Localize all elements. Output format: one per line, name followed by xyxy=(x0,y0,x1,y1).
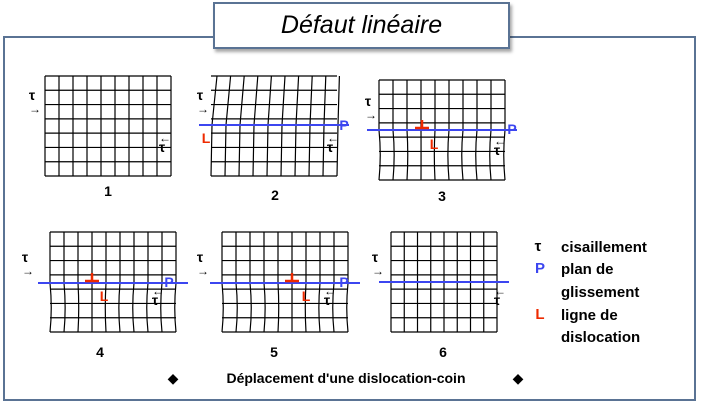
shear-arrow-right-icon: → xyxy=(22,264,34,278)
legend: τ cisaillement P plan de glissement L li… xyxy=(535,238,647,346)
shear-arrow-left-icon: ← xyxy=(324,284,336,298)
slip-plane-label: P xyxy=(339,117,348,133)
legend-tau-symbol: τ xyxy=(535,238,542,255)
shear-arrow-right-icon: → xyxy=(197,102,209,116)
legend-tau-text: cisaillement xyxy=(561,239,647,256)
panel-number-4: 4 xyxy=(96,344,104,360)
dislocation-label: L xyxy=(430,136,439,152)
legend-l-text-1: ligne de xyxy=(561,307,618,324)
shear-arrow-left-icon: ← xyxy=(494,284,506,298)
shear-symbol-right: τ xyxy=(494,292,501,308)
shear-arrow-right-icon: → xyxy=(197,264,209,278)
legend-l-text-2: dislocation xyxy=(561,329,640,346)
shear-symbol-right: τ xyxy=(152,292,159,308)
lattice-panel-3: PLτ→←τ xyxy=(365,79,517,181)
caption-text: Déplacement d'une dislocation-coin xyxy=(226,370,465,386)
panel-number-6: 6 xyxy=(439,344,447,360)
panel-number-5: 5 xyxy=(270,344,278,360)
lattice-panel-4: PLτ→←τ xyxy=(22,231,188,333)
legend-p-text-2: glissement xyxy=(561,284,639,301)
caption: ◆ Déplacement d'une dislocation-coin ◆ xyxy=(168,370,524,386)
shear-arrow-right-icon: → xyxy=(372,264,384,278)
panel-number-1: 1 xyxy=(104,183,112,199)
shear-symbol-left: τ xyxy=(365,93,372,109)
slip-plane-label: P xyxy=(339,274,348,290)
panel-number-2: 2 xyxy=(271,187,279,203)
shear-arrow-left-icon: ← xyxy=(494,134,506,148)
shear-symbol-right: τ xyxy=(324,292,331,308)
legend-l-symbol: L xyxy=(535,306,544,323)
shear-arrow-right-icon: → xyxy=(29,102,41,116)
shear-arrow-left-icon: ← xyxy=(327,131,339,145)
shear-symbol-left: τ xyxy=(197,87,204,103)
title: Défaut linéaire xyxy=(280,11,443,39)
slip-plane-label: P xyxy=(507,121,516,137)
lattice-panel-1: τ→←τ xyxy=(29,75,172,177)
lattice-panel-5: PLτ→←τ xyxy=(197,231,360,333)
legend-p-symbol: P xyxy=(535,260,545,277)
slip-plane-label: P xyxy=(164,274,173,290)
lattice-panel-6: τ→←τ xyxy=(372,231,509,333)
dislocation-label: L xyxy=(202,130,211,146)
lattice-panel-2: PLτ→←τ xyxy=(197,75,349,177)
caption-bullet-right-icon: ◆ xyxy=(513,370,524,386)
shear-symbol-left: τ xyxy=(29,87,36,103)
shear-symbol-right: τ xyxy=(327,139,334,155)
shear-arrow-right-icon: → xyxy=(365,108,377,122)
shear-symbol-left: τ xyxy=(22,249,29,265)
dislocation-label: L xyxy=(302,288,311,304)
legend-p-text-1: plan de xyxy=(561,261,614,278)
shear-symbol-left: τ xyxy=(197,249,204,265)
shear-symbol-right: τ xyxy=(494,142,501,158)
shear-arrow-left-icon: ← xyxy=(152,284,164,298)
shear-arrow-left-icon: ← xyxy=(159,131,171,145)
caption-bullet-left-icon: ◆ xyxy=(168,370,179,386)
title-box: Défaut linéaire xyxy=(213,2,510,49)
shear-symbol-left: τ xyxy=(372,249,379,265)
shear-symbol-right: τ xyxy=(159,139,166,155)
dislocation-label: L xyxy=(100,288,109,304)
panel-number-3: 3 xyxy=(438,188,446,204)
